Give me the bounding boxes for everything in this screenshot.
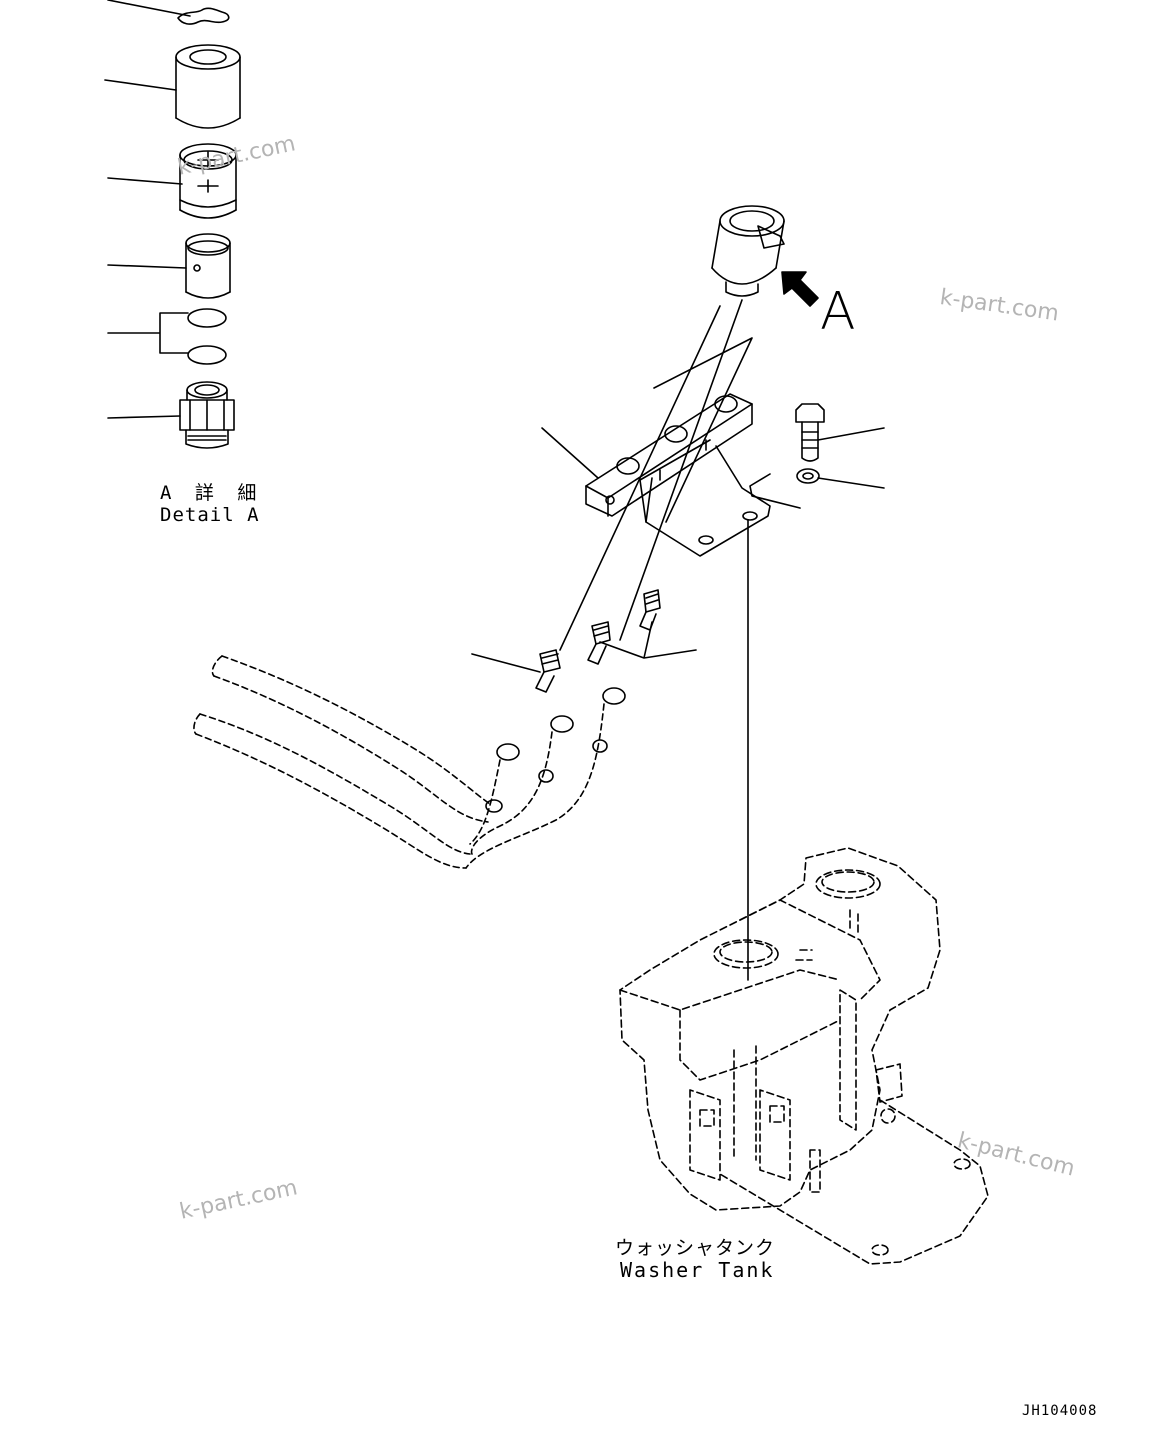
- detail-a-group: [104, 0, 241, 449]
- guide-line: [747, 473, 801, 981]
- washer-part: [796, 468, 820, 484]
- leader-filter: [107, 177, 183, 185]
- leader-clip: [107, 0, 191, 17]
- filter-part: [179, 143, 237, 219]
- detail-a-label-jp: A 詳 細: [160, 482, 263, 504]
- leader-washer: [817, 477, 885, 489]
- clamp-3: [485, 743, 520, 813]
- clamp-2: [538, 715, 574, 783]
- o-ring-upper: [187, 308, 227, 328]
- detail-a-label-en: Detail A: [160, 504, 260, 526]
- washer-tank-label-jp: ウォッシャタンク: [615, 1237, 776, 1259]
- leader-nozzle-lines: [559, 305, 753, 651]
- o-ring-lower: [187, 345, 227, 365]
- leader-valve: [107, 264, 187, 269]
- drawing-code: JH104008: [1022, 1403, 1098, 1419]
- valve-part: [185, 233, 231, 299]
- view-arrow: [781, 271, 819, 307]
- fitting-part: [179, 381, 235, 449]
- leader-fitting: [107, 415, 181, 419]
- view-a-label: A: [820, 282, 856, 342]
- leader-joints: [599, 621, 697, 659]
- hoses: [193, 655, 605, 869]
- washer-tank-label-en: Washer Tank: [620, 1258, 775, 1282]
- leader-joint: [471, 653, 541, 673]
- manifold-bracket: [585, 393, 771, 557]
- nozzle-assembly: [619, 205, 785, 641]
- clamp-1: [592, 687, 626, 753]
- clip-part: [177, 7, 230, 25]
- leader-o-rings: [107, 312, 189, 354]
- joint-3: [639, 589, 661, 631]
- washer-tank: [619, 847, 989, 1265]
- joint-1: [535, 649, 561, 693]
- leader-bolt: [817, 427, 885, 441]
- cover-part: [175, 44, 241, 129]
- joint-2: [587, 621, 611, 665]
- bolt-part: [795, 403, 825, 462]
- leader-bracket: [541, 427, 599, 479]
- leader-cover: [104, 79, 177, 91]
